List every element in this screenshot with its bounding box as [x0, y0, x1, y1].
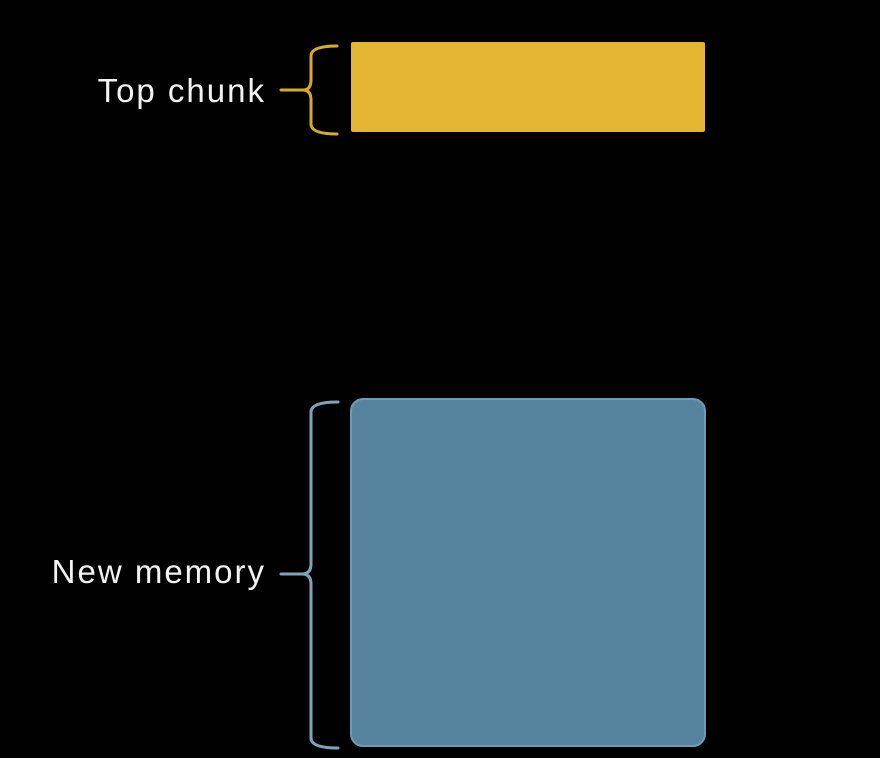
top-chunk-brace — [279, 44, 339, 136]
new-memory-label: New memory — [51, 553, 266, 590]
top-chunk-label: Top chunk — [97, 72, 266, 109]
top-chunk-block — [351, 42, 705, 132]
new-memory-block — [350, 398, 706, 747]
new-memory-brace — [279, 400, 340, 750]
